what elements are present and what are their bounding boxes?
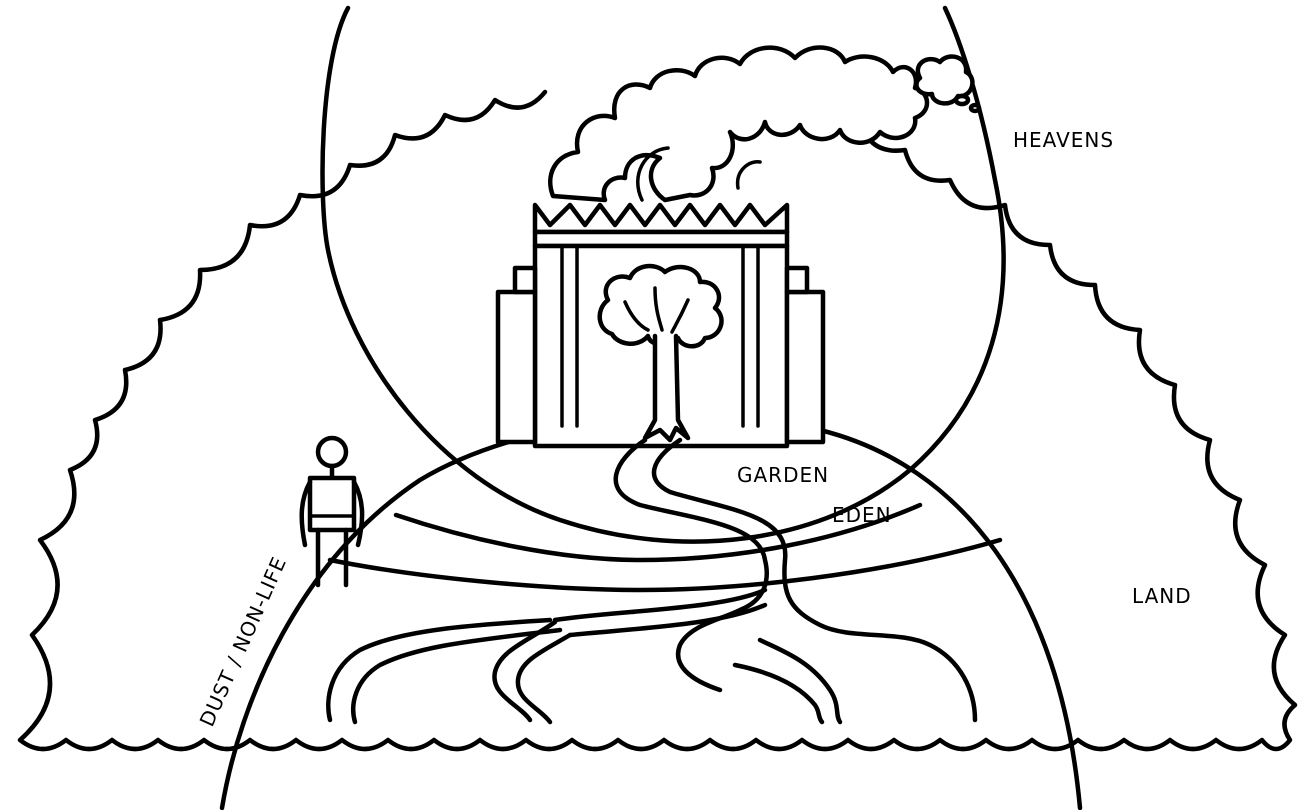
human-head (318, 438, 346, 466)
temple-crown (535, 205, 787, 232)
label-garden: GARDEN (737, 463, 829, 487)
label-eden: EDEN (832, 503, 892, 527)
eden-band-lower (330, 540, 1000, 590)
smoke-puff-tiny (971, 105, 979, 111)
river-branch-right (760, 640, 840, 722)
temple-left-wing (498, 292, 535, 442)
river-branch-right-inner (735, 665, 822, 722)
label-heavens: HEAVENS (1013, 128, 1114, 152)
label-land: LAND (1132, 584, 1192, 608)
smoke-puff-small (956, 96, 968, 104)
river-branch-mid-left-inner (518, 635, 570, 722)
human-body (310, 478, 354, 530)
rivers (328, 440, 975, 722)
temple-right-wing (787, 292, 823, 442)
river-branch-far-left-inner (353, 630, 560, 722)
